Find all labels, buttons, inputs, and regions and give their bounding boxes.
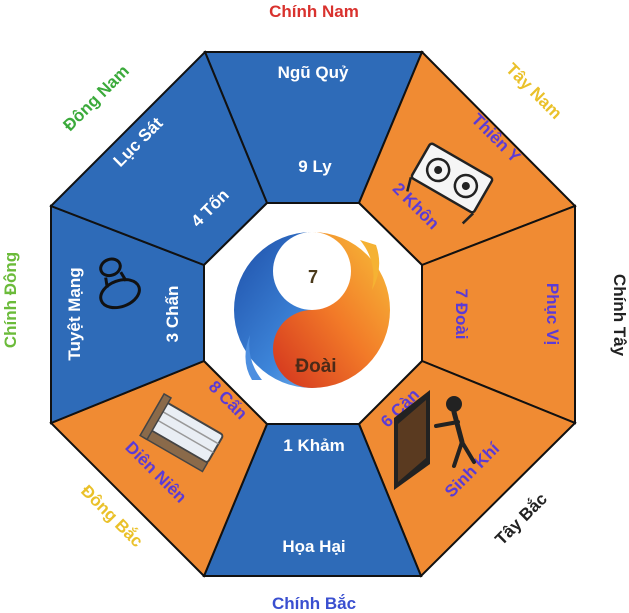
direction-southwest: Tây Nam [502,59,566,123]
star-north: Họa Hại [282,537,345,556]
direction-southeast: Đông Nam [59,61,133,135]
yin-yang-fire-water-icon [234,232,390,388]
center-name: Đoài [295,356,336,377]
direction-north: Chính Bắc [272,594,356,613]
toilet-icon [99,257,141,310]
star-south: Ngũ Quỷ [278,63,349,82]
direction-west: Chính Tây [610,274,629,357]
direction-south: Chính Nam [269,2,359,21]
direction-east: Chính Đông [1,252,20,348]
star-west: Phục Vị [543,283,562,345]
center-number: 7 [308,267,318,287]
star-east: Tuyệt Mạng [65,267,84,360]
trigram-east: 3 Chấn [163,286,182,343]
trigram-south: 9 Ly [298,157,332,176]
door-person-icon [394,390,476,490]
bed-icon [139,392,224,473]
stove-icon [406,142,494,225]
trigram-north: 1 Khảm [283,436,344,455]
trigram-west: 7 Đoài [452,288,471,339]
